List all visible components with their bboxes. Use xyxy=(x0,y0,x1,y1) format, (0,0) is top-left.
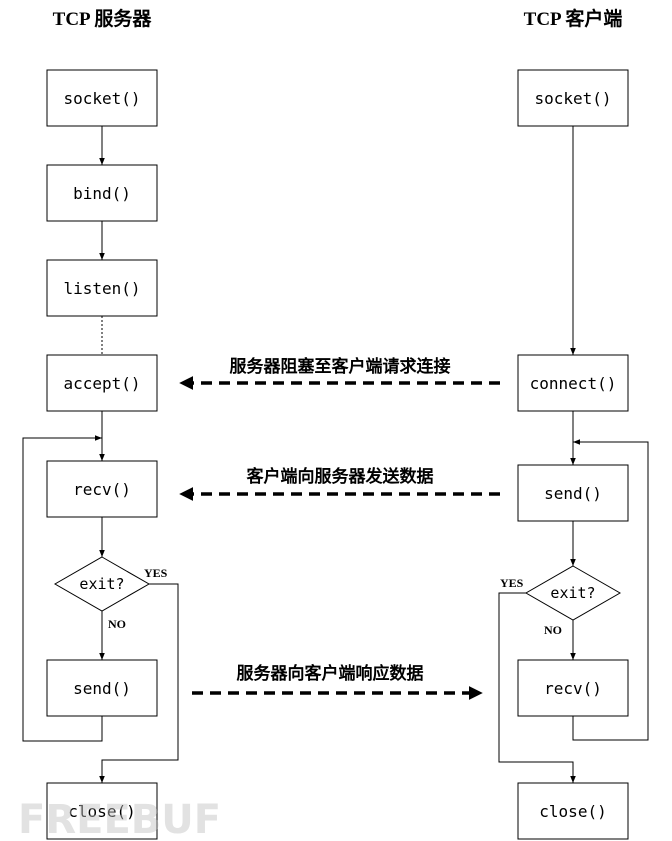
server-socket-label: socket() xyxy=(63,89,140,108)
server-close-label: close() xyxy=(68,802,135,821)
client-close-box: close() xyxy=(517,782,629,840)
watermark-logo: FREEBUF xyxy=(18,797,221,841)
server-recv-label: recv() xyxy=(73,480,131,499)
client-no-label: NO xyxy=(544,623,562,637)
server-exit-label: exit? xyxy=(79,575,124,593)
client-exit-decision: exit? xyxy=(524,565,622,621)
server-bind-box: bind() xyxy=(46,164,158,222)
server-send-box: send() xyxy=(46,659,158,717)
msg-request-label: 客户端向服务器发送数据 xyxy=(246,466,434,487)
client-yes-label: YES xyxy=(500,576,524,590)
server-listen-box: listen() xyxy=(46,259,158,317)
client-recv-box: recv() xyxy=(517,659,629,717)
client-socket-box: socket() xyxy=(517,69,629,127)
client-send-box: send() xyxy=(517,464,629,522)
server-recv-box: recv() xyxy=(46,460,158,518)
server-yes-label: YES xyxy=(144,566,168,580)
server-exit-decision: exit? xyxy=(53,556,151,612)
server-accept-label: accept() xyxy=(63,374,140,393)
client-title: TCP 客户端 xyxy=(524,7,623,30)
client-recv-label: recv() xyxy=(544,679,602,698)
client-send-label: send() xyxy=(544,484,602,503)
server-socket-box: socket() xyxy=(46,69,158,127)
client-socket-label: socket() xyxy=(534,89,611,108)
msg-response-label: 服务器向客户端响应数据 xyxy=(237,663,424,684)
client-connect-label: connect() xyxy=(530,374,617,393)
server-yes-to-close-arrow xyxy=(99,583,179,783)
server-close-box: close() xyxy=(46,782,158,840)
client-connect-box: connect() xyxy=(517,354,629,412)
server-no-label: NO xyxy=(108,617,126,631)
client-exit-label: exit? xyxy=(550,584,595,602)
server-accept-box: accept() xyxy=(46,354,158,412)
client-yes-to-close-arrow xyxy=(498,592,576,783)
server-bind-label: bind() xyxy=(73,184,131,203)
client-close-label: close() xyxy=(539,802,606,821)
client-loop-back-arrow xyxy=(572,439,649,741)
server-loop-back-arrow xyxy=(22,435,103,742)
server-title: TCP 服务器 xyxy=(53,7,153,30)
msg-connect-label: 服务器阻塞至客户端请求连接 xyxy=(230,356,451,377)
server-send-label: send() xyxy=(73,679,131,698)
server-listen-label: listen() xyxy=(63,279,140,298)
